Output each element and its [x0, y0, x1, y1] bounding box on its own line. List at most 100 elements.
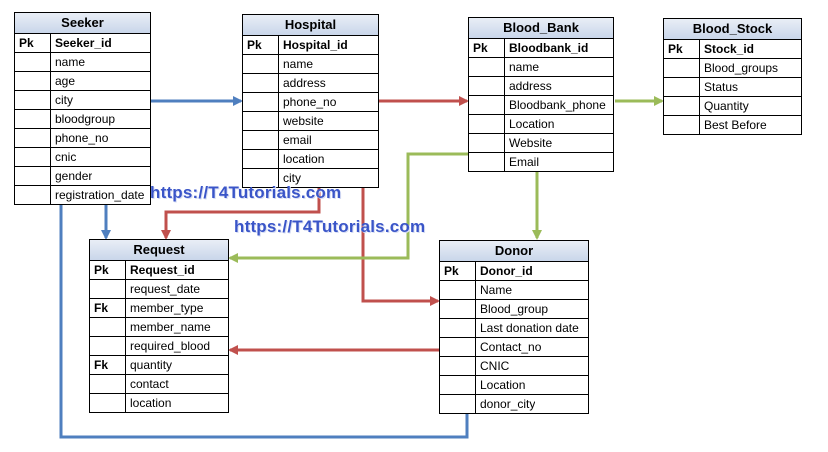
attribute-name: age [55, 74, 76, 88]
attribute-name: phone_no [283, 95, 337, 109]
attribute-name: Contact_no [480, 340, 542, 354]
attribute-name: Blood_groups [704, 61, 779, 75]
watermark-1: https://T4Tutorials.com [150, 183, 342, 202]
key-cell: Pk [243, 36, 279, 54]
attribute-row: required_blood [90, 336, 228, 355]
attribute-name: email [283, 133, 312, 147]
attribute-row: name [243, 54, 378, 73]
key-cell [15, 167, 51, 185]
attribute-name: name [283, 57, 314, 71]
attribute-name: Website [509, 136, 553, 150]
attribute-row: contact [90, 374, 228, 393]
attribute-row: Pk Seeker_id [15, 34, 150, 52]
attribute-row: donor_city [440, 394, 588, 413]
attribute-row: address [469, 76, 613, 95]
key-cell [90, 280, 126, 298]
attribute-row: name [469, 57, 613, 76]
key-cell: Pk [15, 34, 51, 52]
key-cell [243, 55, 279, 73]
key-cell [15, 148, 51, 166]
attribute-name: location [130, 396, 172, 410]
attribute-row: location [243, 149, 378, 168]
key-cell [469, 96, 505, 114]
key-cell [90, 394, 126, 412]
key-cell: Pk [440, 262, 476, 280]
attribute-name: member_type [130, 301, 204, 315]
key-cell [469, 77, 505, 95]
attribute-name: phone_no [55, 131, 109, 145]
attribute-name: name [55, 55, 86, 69]
edge-seeker-donor [59, 193, 472, 439]
attribute-name: cnic [55, 150, 77, 164]
attribute-name: Name [480, 283, 513, 297]
attribute-row: phone_no [15, 128, 150, 147]
entity-title: Seeker [15, 13, 150, 34]
attribute-row: Pk Bloodbank_id [469, 39, 613, 57]
attribute-name: website [283, 114, 324, 128]
attribute-row: email [243, 130, 378, 149]
key-cell: Fk [90, 299, 126, 317]
attribute-name: Bloodbank_phone [509, 98, 606, 112]
attribute-row: Bloodbank_phone [469, 95, 613, 114]
key-cell [440, 338, 476, 356]
attribute-name: Seeker_id [55, 36, 112, 50]
attribute-name: Best Before [704, 118, 767, 132]
attribute-row: Last donation date [440, 318, 588, 337]
key-cell [440, 357, 476, 375]
key-cell [15, 91, 51, 109]
attribute-row: Fk member_type [90, 298, 228, 317]
attribute-name: Donor_id [480, 264, 533, 278]
attribute-row: website [243, 111, 378, 130]
entity-title: Donor [440, 241, 588, 262]
entity-title: Hospital [243, 15, 378, 36]
attribute-name: bloodgroup [55, 112, 116, 126]
key-cell [90, 337, 126, 355]
attribute-row: name [15, 52, 150, 71]
attribute-name: Bloodbank_id [509, 41, 589, 55]
key-cell [243, 112, 279, 130]
attribute-row: Contact_no [440, 337, 588, 356]
key-cell [664, 59, 700, 77]
attribute-name: Quantity [704, 99, 749, 113]
attribute-name: city [55, 93, 73, 107]
attribute-name: donor_city [480, 397, 536, 411]
attribute-row: Pk Donor_id [440, 262, 588, 280]
key-cell [440, 376, 476, 394]
attribute-name: registration_date [55, 188, 145, 202]
key-cell [469, 134, 505, 152]
attribute-name: contact [130, 377, 169, 391]
key-cell [469, 115, 505, 133]
entity-title: Blood_Bank [469, 18, 613, 39]
edge-bloodbank-request [228, 152, 470, 263]
key-cell [90, 318, 126, 336]
attribute-name: quantity [130, 358, 173, 372]
attribute-row: phone_no [243, 92, 378, 111]
key-cell [440, 319, 476, 337]
key-cell [243, 150, 279, 168]
attribute-name: Stock_id [704, 42, 755, 56]
key-cell [664, 116, 700, 134]
attribute-row: bloodgroup [15, 109, 150, 128]
key-cell [15, 129, 51, 147]
key-cell [440, 395, 476, 413]
key-cell [15, 53, 51, 71]
attribute-name: city [283, 171, 301, 185]
attribute-name: address [283, 76, 326, 90]
attribute-row: member_name [90, 317, 228, 336]
key-cell [243, 74, 279, 92]
edge-hospital-request [161, 177, 321, 240]
watermark-2: https://T4Tutorials.com [234, 217, 426, 236]
key-cell: Pk [469, 39, 505, 57]
attribute-row: Email [469, 152, 613, 171]
attribute-row: CNIC [440, 356, 588, 375]
attribute-name: Location [480, 378, 526, 392]
key-cell [243, 169, 279, 187]
key-cell [440, 281, 476, 299]
key-cell [469, 153, 505, 171]
